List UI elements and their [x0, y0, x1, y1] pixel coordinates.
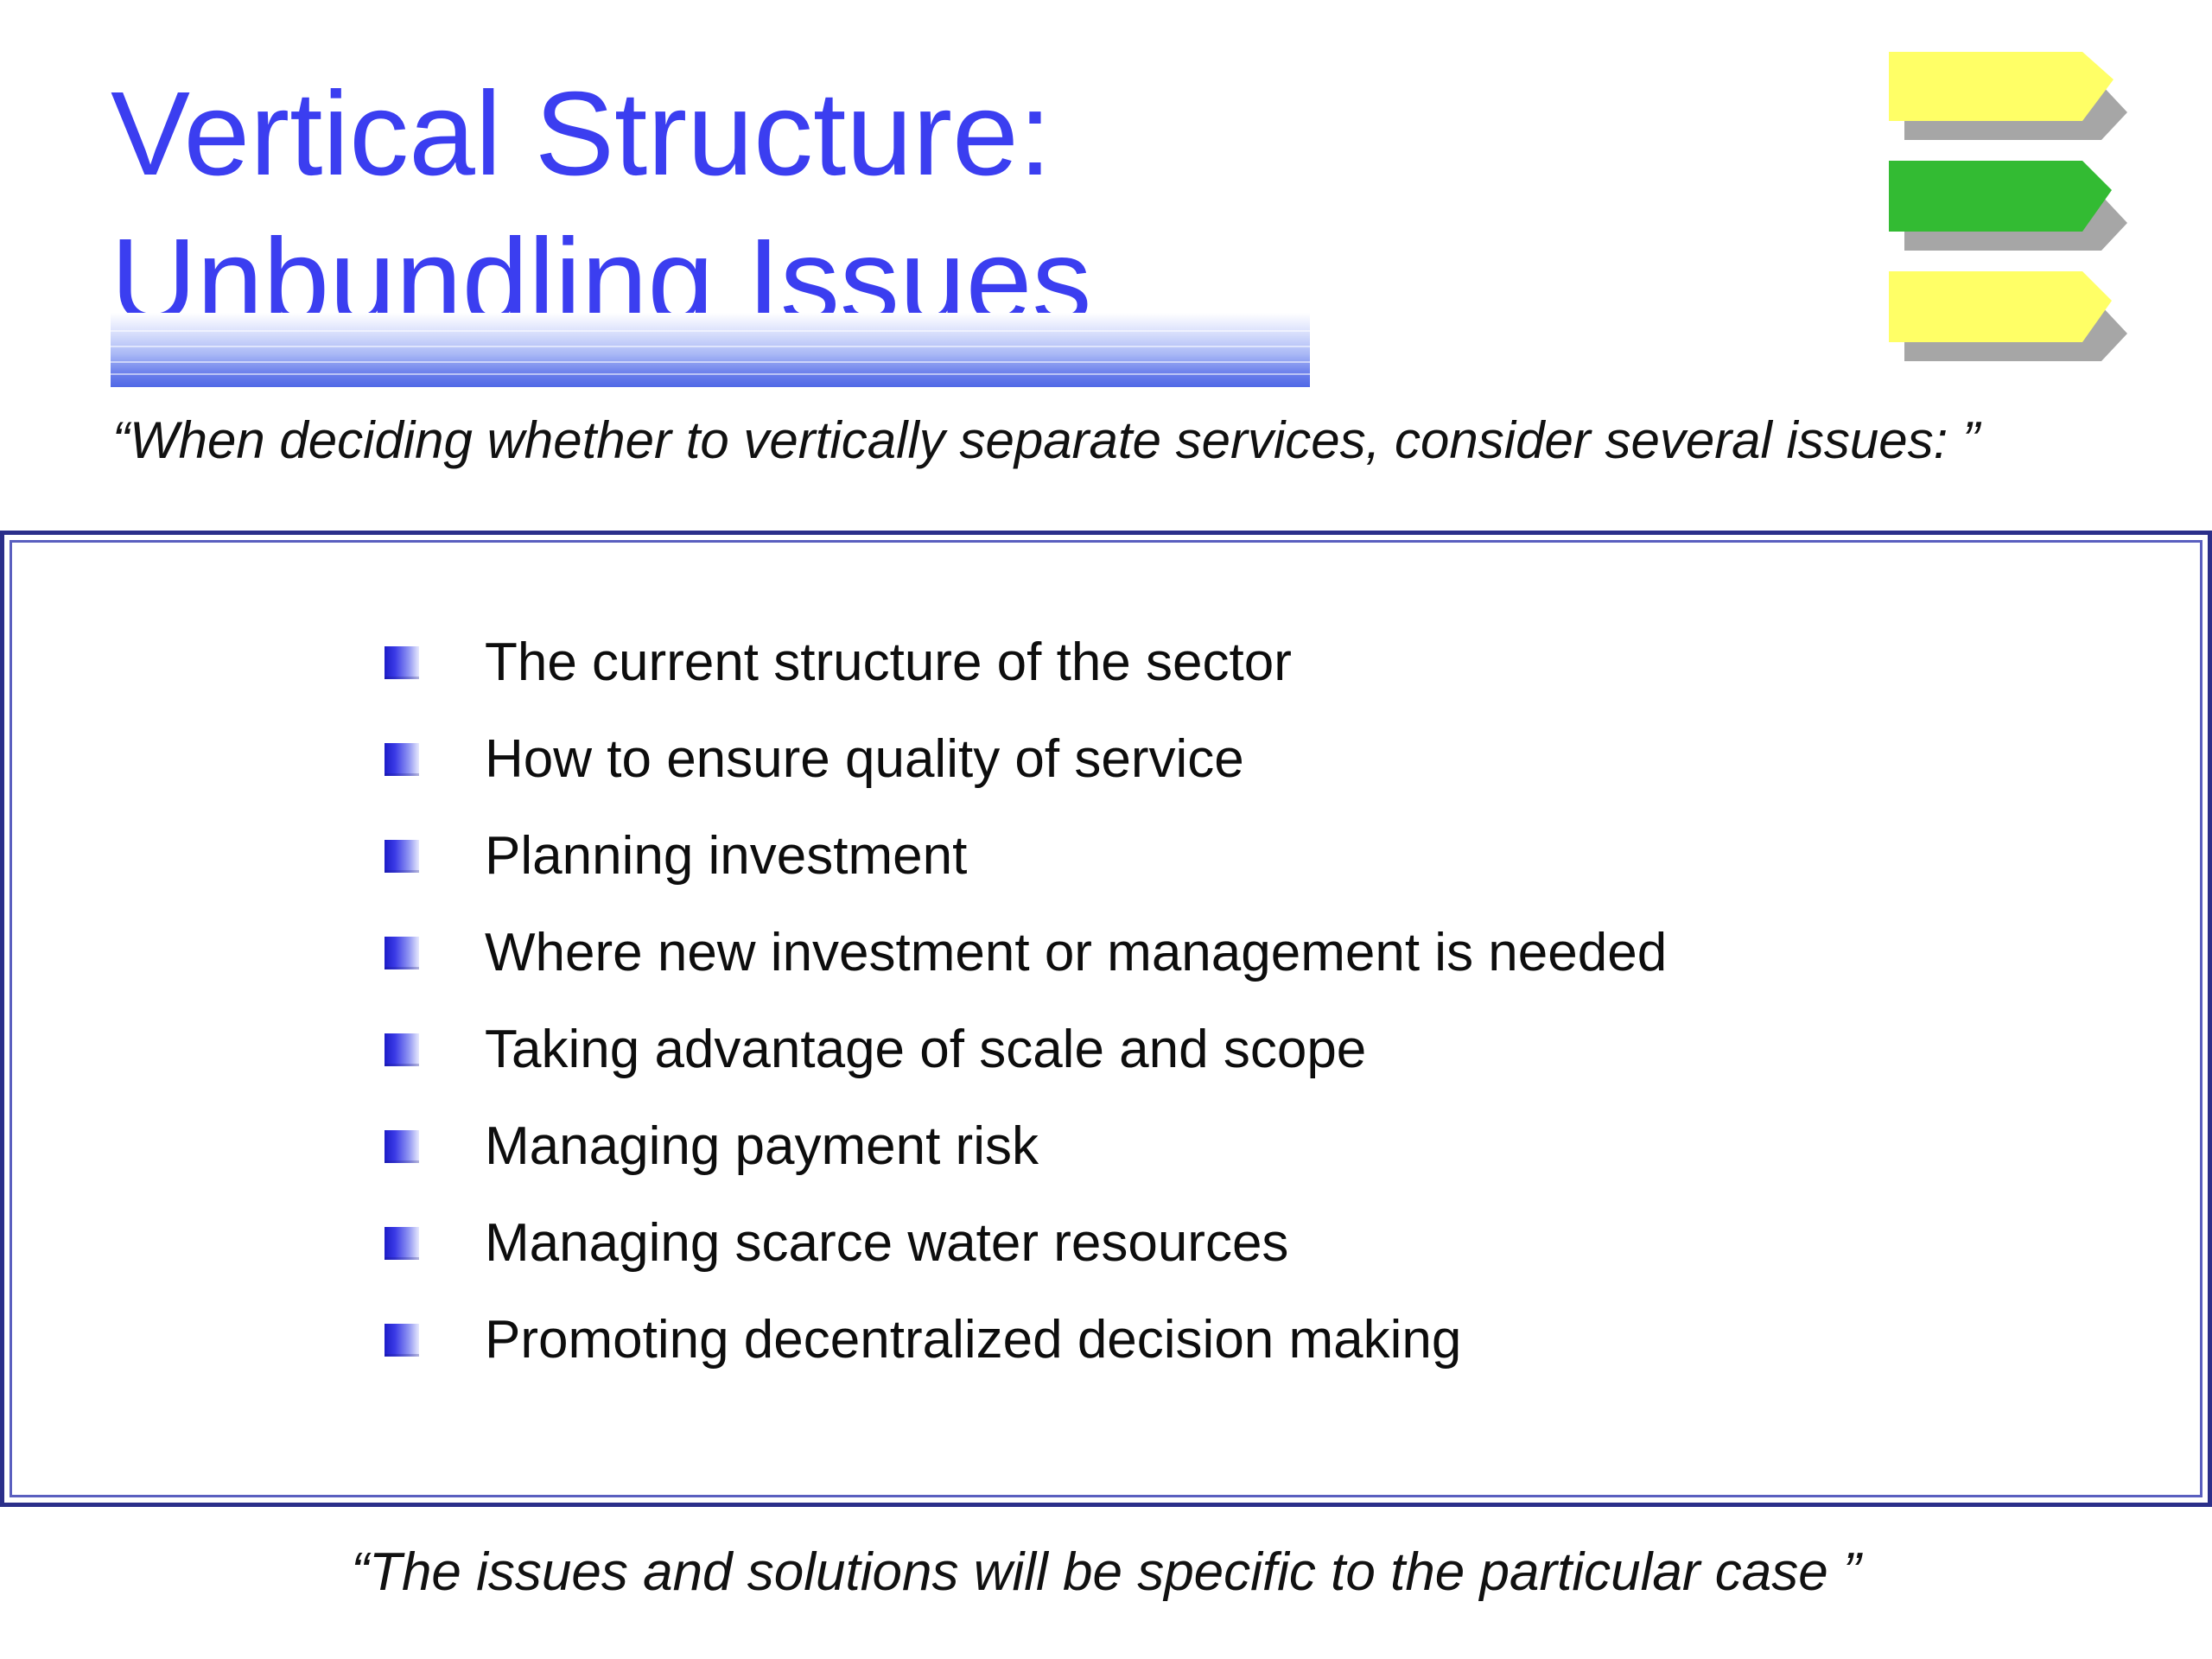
- title-line-1: Vertical Structure:: [111, 67, 1052, 200]
- square-bullet-icon: [385, 646, 419, 679]
- list-item: Promoting decentralized decision making: [385, 1292, 1667, 1389]
- arrow-top: [1889, 52, 2113, 121]
- list-item: Where new investment or management is ne…: [385, 905, 1667, 1001]
- subtitle-quote: “When deciding whether to vertically sep…: [112, 411, 1980, 469]
- list-item: The current structure of the sector: [385, 614, 1667, 711]
- list-item-text: Planning investment: [485, 826, 968, 886]
- square-bullet-icon: [385, 1227, 419, 1260]
- list-item-text: Managing payment risk: [485, 1116, 1039, 1176]
- slide-title: Vertical Structure: Unbundling Issues: [111, 60, 1091, 354]
- title-underline-bar: [111, 313, 1310, 387]
- arrow-stack-graphic: [1889, 52, 2127, 361]
- footer-quote: “The issues and solutions will be specif…: [351, 1542, 1861, 1602]
- list-item: Managing payment risk: [385, 1098, 1667, 1195]
- arrow-bottom: [1889, 271, 2112, 342]
- issues-list: The current structure of the sector How …: [385, 614, 1667, 1389]
- arrow-stack-icon: [1880, 48, 2139, 368]
- list-item: Managing scarce water resources: [385, 1195, 1667, 1292]
- list-item-text: Taking advantage of scale and scope: [485, 1020, 1367, 1079]
- square-bullet-icon: [385, 1324, 419, 1357]
- list-item: Planning investment: [385, 808, 1667, 905]
- list-item-text: Managing scarce water resources: [485, 1213, 1289, 1273]
- list-item: Taking advantage of scale and scope: [385, 1001, 1667, 1098]
- list-item-text: Where new investment or management is ne…: [485, 923, 1668, 982]
- issues-panel-inner-border: [10, 540, 2202, 1497]
- square-bullet-icon: [385, 1033, 419, 1066]
- square-bullet-icon: [385, 1130, 419, 1163]
- square-bullet-icon: [385, 743, 419, 776]
- square-bullet-icon: [385, 937, 419, 969]
- arrow-middle: [1889, 161, 2112, 232]
- list-item-text: Promoting decentralized decision making: [485, 1310, 1462, 1370]
- issues-panel: The current structure of the sector How …: [0, 531, 2212, 1507]
- list-item-text: How to ensure quality of service: [485, 729, 1244, 789]
- square-bullet-icon: [385, 840, 419, 873]
- list-item-text: The current structure of the sector: [485, 632, 1292, 692]
- list-item: How to ensure quality of service: [385, 711, 1667, 808]
